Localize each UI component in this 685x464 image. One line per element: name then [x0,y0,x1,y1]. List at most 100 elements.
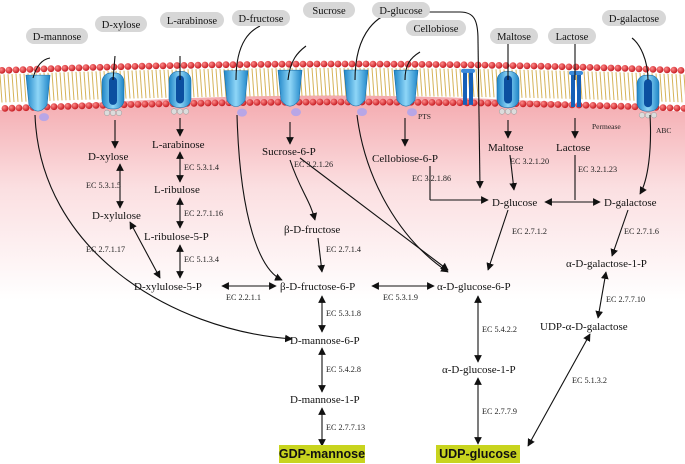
arrow-fructose-to-f6p [236,114,283,281]
lipid-head [47,65,55,73]
lipid-tail [475,68,479,98]
lipid-head [302,98,310,106]
lipid-tail [659,73,663,102]
lipid-tail [191,69,195,98]
lipid-head [253,99,261,106]
lipid-tail [683,74,685,96]
gdp-mannose-label: GDP-mannose [279,447,365,461]
lipid-tail [423,68,427,97]
lipid-tail [127,70,131,99]
lipid-head [579,63,587,71]
lipid-tail [15,73,19,102]
lipid-head [516,62,524,70]
lipid-head [453,61,461,69]
met-fructose6p: β-D-fructose-6-P [280,281,355,293]
lipid-tail [583,71,587,100]
lipid-tail [307,68,311,97]
lipid-tail [83,71,87,100]
lipid-head [390,60,398,68]
lipid-tail [51,72,55,101]
lipid-tail [591,71,595,100]
lipid-head [540,100,548,108]
arrow-sucrose6p-g6p [299,157,449,271]
lipid-head [124,63,132,70]
lipid-tail [339,67,343,97]
arrow-sucrose-entry [287,45,307,81]
lipid-tail [535,70,539,99]
lipid-head [68,64,76,72]
lipid-head [82,64,90,71]
lipid-tail [543,70,547,99]
ec-32186: EC 3.2.1.86 [412,174,451,183]
lipid-head [5,66,13,74]
lipid-head [271,60,279,68]
lipid-head [103,63,111,71]
lipid-head [78,102,86,110]
lipid-head [264,60,272,68]
lipid-tail [87,71,91,100]
lactose-permease [569,71,583,108]
lipid-head [208,61,216,69]
lipid-head [491,99,499,107]
lipid-head [551,63,559,70]
lipid-tail [455,68,459,97]
pts-label: PTS [418,112,431,121]
lipid-head [89,64,97,71]
ext-lactose: Lactose [556,32,589,43]
lipid-tail [79,71,83,100]
lipid-head [260,99,268,106]
lipid-tail [19,73,23,102]
arrow-glucose-long [476,39,484,189]
ext-fructose: D-fructose [239,14,284,25]
lipid-head [54,65,62,72]
arrow-gal1p-udpgal [595,271,609,319]
label-bg-arabinose [160,12,224,28]
lipid-tail [327,67,331,97]
label-bg-cellobiose [406,20,466,36]
arrow-udpgal-udpglc [527,333,591,447]
lipid-head [418,61,426,68]
lipid-head [635,65,643,73]
lipid-tail [675,74,679,103]
extracellular-labels: D-mannose D-xylose L-arabinose D-fructos… [26,2,666,44]
lipid-head [488,61,496,69]
lipid-tail [383,68,387,97]
ext-arabinose: L-arabinose [167,16,217,27]
lipid-tail [523,69,527,98]
lipid-head [589,102,597,109]
ext-mannose: D-mannose [33,32,82,43]
lipid-tail [315,67,319,97]
met-lactose: Lactose [556,142,590,154]
lipid-head [1,105,9,112]
lipid-head [509,62,517,69]
lipid-tail [663,73,667,102]
lipid-head [243,61,251,68]
ec-32126: EC 3.2.1.26 [294,160,333,169]
ext-maltose: Maltose [497,32,531,43]
lipid-tail [483,69,487,98]
ec-5318: EC 5.3.1.8 [326,309,361,318]
lipid-head [530,62,538,70]
ext-cellobiose: Cellobiose [414,24,459,35]
lipid-tail [603,71,607,100]
lipid-tail [203,69,207,98]
met-maltose: Maltose [488,142,524,154]
lipid-head [250,61,258,68]
lipid-head [236,61,244,68]
lipid-tail [267,68,271,97]
ec-27713: EC 2.7.7.13 [326,423,365,432]
lipid-tail [447,68,451,97]
lipid-tail [311,67,315,97]
lipid-head [201,61,209,69]
lipid-tail [595,71,599,100]
lipid-tail [387,68,391,97]
label-bg-galactose [602,10,666,26]
lipid-tail [215,68,219,97]
lipid-head [554,101,562,108]
lipid-head [484,99,492,107]
lipid-head [526,100,534,108]
lipid-head [173,62,181,69]
arrow-mannose-to-m6p [34,114,293,343]
lipid-head [292,60,300,68]
